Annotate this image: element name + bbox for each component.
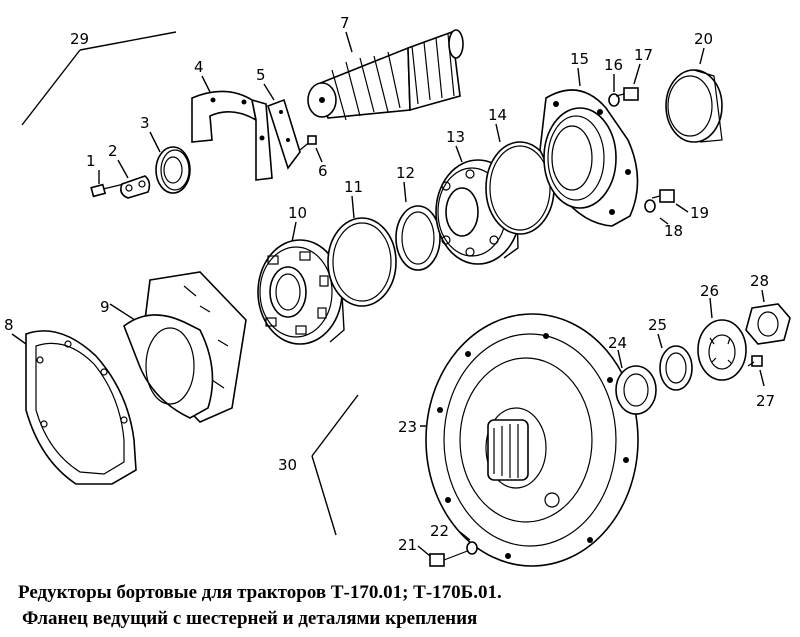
part-27-bolt bbox=[747, 355, 765, 387]
callout-21: 21 bbox=[398, 536, 417, 554]
callout-28: 28 bbox=[750, 272, 769, 290]
part-10-roller-bearing bbox=[257, 221, 345, 345]
group-bracket-30 bbox=[311, 394, 359, 536]
part-2-lock-plate bbox=[117, 159, 151, 199]
callout-17: 17 bbox=[634, 46, 653, 64]
part-18-washer bbox=[644, 199, 669, 225]
callout-2: 2 bbox=[108, 142, 118, 160]
callout-15: 15 bbox=[570, 50, 589, 68]
part-3-seal-ring bbox=[149, 131, 191, 194]
part-15-housing-flange bbox=[539, 67, 639, 227]
callout-24: 24 bbox=[608, 334, 627, 352]
callout-19: 19 bbox=[690, 204, 709, 222]
part-23-drive-flange bbox=[420, 313, 639, 567]
part-26-splined-washer bbox=[697, 297, 747, 381]
callout-16: 16 bbox=[604, 56, 623, 74]
callout-7: 7 bbox=[340, 14, 350, 32]
callout-12: 12 bbox=[396, 164, 415, 182]
part-22-washer bbox=[459, 531, 478, 555]
callout-29: 29 bbox=[70, 30, 89, 48]
part-12-ring bbox=[395, 181, 441, 271]
callout-8: 8 bbox=[4, 316, 14, 334]
part-24-ring bbox=[615, 349, 657, 415]
callout-26: 26 bbox=[700, 282, 719, 300]
caption-line-1: Редукторы бортовые для тракторов Т-170.0… bbox=[18, 582, 502, 603]
callout-labels: 1 2 3 4 5 6 7 8 9 10 11 12 13 14 15 16 1… bbox=[4, 14, 775, 554]
callout-3: 3 bbox=[140, 114, 150, 132]
caption-line-2: Фланец ведущий с шестерней и деталями кр… bbox=[22, 608, 478, 629]
callout-13: 13 bbox=[446, 128, 465, 146]
part-17-bolt bbox=[615, 63, 641, 101]
callout-1: 1 bbox=[86, 152, 96, 170]
callout-10: 10 bbox=[288, 204, 307, 222]
part-5-segment-plate bbox=[263, 83, 301, 170]
callout-6: 6 bbox=[318, 162, 328, 180]
part-6-bolt bbox=[299, 135, 323, 163]
part-7-pinion-shaft bbox=[307, 29, 464, 121]
callout-5: 5 bbox=[256, 66, 266, 84]
callout-23: 23 bbox=[398, 418, 417, 436]
part-16-washer bbox=[608, 74, 620, 107]
part-19-bolt bbox=[651, 189, 689, 213]
part-8-gasket bbox=[11, 330, 137, 485]
part-20-cup-ring bbox=[665, 47, 723, 143]
callout-18: 18 bbox=[664, 222, 683, 240]
callout-27: 27 bbox=[756, 392, 775, 410]
callout-14: 14 bbox=[488, 106, 507, 124]
part-9-housing bbox=[109, 271, 247, 423]
part-28-nut bbox=[745, 289, 791, 345]
part-4-half-ring bbox=[191, 75, 273, 181]
callout-30: 30 bbox=[278, 456, 297, 474]
part-25-ring bbox=[657, 333, 693, 391]
part-1-bolt bbox=[90, 170, 125, 198]
callout-25: 25 bbox=[648, 316, 667, 334]
callout-22: 22 bbox=[430, 522, 449, 540]
part-11-ring bbox=[327, 195, 397, 307]
part-21-bolt bbox=[417, 545, 471, 567]
callout-11: 11 bbox=[344, 178, 363, 196]
callout-9: 9 bbox=[100, 298, 110, 316]
callout-20: 20 bbox=[694, 30, 713, 48]
group-bracket-29 bbox=[21, 31, 177, 126]
callout-4: 4 bbox=[194, 58, 204, 76]
